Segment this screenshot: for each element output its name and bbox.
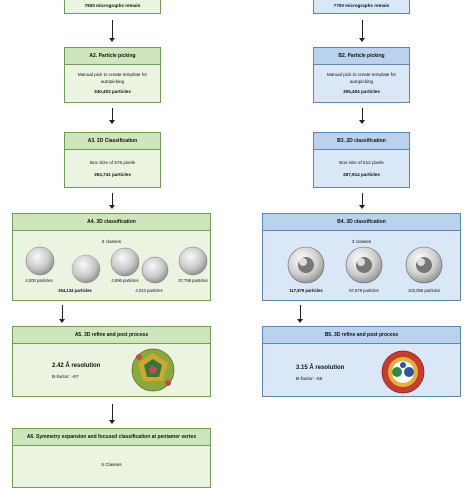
a2-desc-line1: Manual pick to create template for: [77, 72, 148, 77]
a5-title: A5. 3D refine and post process: [13, 327, 210, 344]
b1-box-bottom: 7700 micrographs remain: [313, 0, 410, 14]
b4-class3-count: 102,056 particles: [408, 288, 440, 293]
a4-title: A4. 3D classification: [13, 214, 210, 231]
a6-title: A6. Symmetry expansion and focused class…: [13, 429, 210, 446]
a4-class5-count: 37,799 particles: [178, 278, 208, 283]
a5-resolution: 2.42 Å resolution: [52, 363, 101, 369]
b1-micrographs-text: 7700 micrographs remain: [333, 3, 390, 8]
a1-micrographs-text: 7830 micrographs remain: [84, 3, 141, 8]
a2-title: A2. Particle picking: [65, 48, 160, 65]
b5-bfactor: B-factor: -66: [296, 377, 323, 382]
b2-particle-picking-box: B2. Particle picking Manual pick to crea…: [313, 47, 410, 103]
b4-class1-map: [287, 246, 325, 284]
a3-count: 394,741 particles: [94, 172, 131, 177]
a4-classes: 5 classes: [101, 239, 122, 244]
b2-title: B2. Particle picking: [314, 48, 409, 65]
a5-bfactor: B-factor: -97: [52, 375, 79, 380]
b5-title: B5. 3D refine and post process: [263, 327, 460, 344]
b2-desc-line2: autopicking: [349, 79, 374, 84]
a6-classes: 5 Classes: [101, 462, 122, 467]
b5-refine-box: B5. 3D refine and post process 3.15 Å re…: [262, 326, 461, 397]
a4-class1-count: 4,000 particles: [25, 278, 53, 283]
b4-class3-map: [405, 246, 443, 284]
b4-classes: 3 classes: [351, 239, 372, 244]
a3-title: A3. 2D Classification: [65, 133, 160, 150]
b4-class2-count: 67,979 particles: [349, 288, 379, 293]
a3-box-size: Box Size of 576 pixels: [89, 160, 136, 165]
a5-density-map: [131, 348, 175, 392]
b3-box-size: Box size of 512 pixels: [339, 160, 384, 165]
a4-class4-map: [141, 256, 169, 284]
a2-count: 340,403 particles: [94, 89, 131, 94]
b2-desc-line1: Manual pick to create template for: [326, 72, 397, 77]
a4-class5-map: [178, 246, 208, 276]
a2-particle-picking-box: A2. Particle picking Manual pick to crea…: [64, 47, 161, 103]
b4-class1-count: 117,879 particles: [289, 288, 323, 293]
b4-class2-map: [345, 246, 383, 284]
a4-3d-classification-box: A4. 3D classification 5 classes 4,000 pa…: [12, 213, 211, 301]
a4-class3-count: 4,596 particles: [111, 278, 139, 283]
a4-class3-map: [110, 247, 140, 277]
b2-count: 306,404 particles: [343, 89, 380, 94]
a2-desc-line2: autopicking: [100, 79, 125, 84]
a4-class2-count: 254,134 particles: [58, 288, 92, 293]
a4-class4-count: 4,043 particles: [135, 288, 163, 293]
a6-symmetry-expansion-box: A6. Symmetry expansion and focused class…: [12, 428, 211, 488]
a5-refine-box: A5. 3D refine and post process 2.42 Å re…: [12, 326, 211, 397]
b4-3d-classification-box: B4. 3D classification 3 classes 117,879 …: [262, 213, 461, 301]
b3-title: B3. 2D classification: [314, 133, 409, 150]
b3-count: 287,914 particles: [343, 172, 380, 177]
a4-class1-map: [25, 246, 55, 276]
b5-resolution: 3.15 Å resolution: [296, 365, 345, 371]
b5-density-map: [381, 350, 425, 394]
a1-box-bottom: 7830 micrographs remain: [64, 0, 161, 14]
b3-2d-classification-box: B3. 2D classification Box size of 512 pi…: [313, 132, 410, 188]
a4-class-maps: [25, 246, 208, 284]
b4-class-maps: [287, 246, 443, 284]
b4-title: B4. 3D classification: [263, 214, 460, 231]
a3-2d-classification-box: A3. 2D Classification Box Size of 576 pi…: [64, 132, 161, 188]
a4-class2-map: [71, 254, 101, 284]
